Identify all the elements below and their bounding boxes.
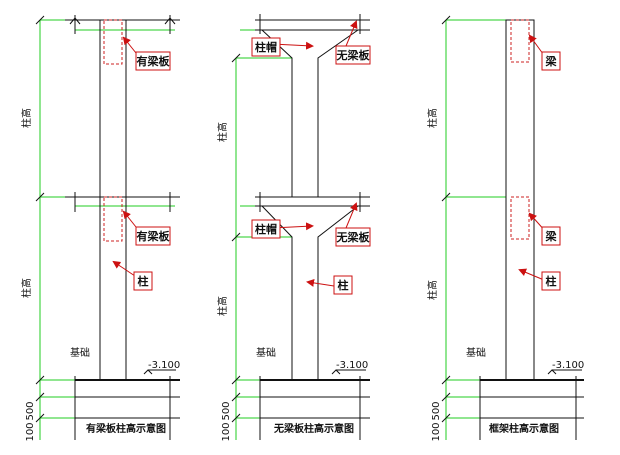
column-outline [505, 19, 535, 381]
foundation-label: 基础 [70, 346, 90, 359]
elevation-label: -3.100 [552, 360, 584, 371]
slab-label-upper: 无梁板 [336, 48, 371, 62]
dimension-500: 500 [221, 401, 232, 420]
column-label: 柱 [546, 274, 557, 288]
panel-title: 无梁板柱高示意图 [273, 422, 354, 435]
height-label-lower: 柱高 [426, 280, 439, 300]
slab-label-lower: 无梁板 [336, 230, 371, 244]
dimension-100: 100 [431, 422, 442, 441]
slab-label-upper: 有梁板 [137, 54, 171, 68]
dimension-100: 100 [25, 422, 36, 441]
beam-label-upper: 梁 [545, 54, 558, 68]
height-label-upper: 柱高 [426, 108, 439, 128]
panel-title: 有梁板柱高示意图 [86, 422, 166, 435]
beam-section-upper [510, 19, 530, 63]
dimension-500: 500 [431, 401, 442, 420]
height-label-lower: 柱高 [20, 278, 33, 298]
beam-section-lower [103, 196, 123, 242]
beam-section-lower [510, 196, 530, 240]
panel-beam-slab: 有梁板 有梁板 柱 柱高 柱高 500 100 基础 -3.100 有梁板柱高示… [20, 15, 180, 442]
panel-flat-slab: 柱帽 无梁板 柱帽 无梁板 柱 柱高 柱高 500 100 基础 -3.100 … [216, 14, 371, 442]
column-cap-lower [261, 205, 293, 380]
cap-label-upper: 柱帽 [255, 40, 277, 54]
cap-label-lower: 柱帽 [255, 222, 277, 236]
beam-section-upper [103, 19, 123, 65]
dimension-100: 100 [221, 422, 232, 441]
height-label-upper: 柱高 [20, 108, 33, 128]
dimension-lines [441, 15, 582, 440]
dimension-500: 500 [25, 401, 36, 420]
slab-label-lower: 有梁板 [137, 229, 171, 243]
height-label-upper: 柱高 [216, 122, 229, 142]
beam-label-lower: 梁 [545, 229, 558, 243]
elevation-label: -3.100 [148, 360, 180, 371]
elevation-label: -3.100 [336, 360, 368, 371]
foundation-label: 基础 [256, 346, 276, 359]
column-label: 柱 [338, 278, 349, 292]
foundation-label: 基础 [466, 346, 486, 359]
panel-title: 框架柱高示意图 [489, 422, 559, 435]
panel-frame-column: 梁 梁 柱 柱高 柱高 500 100 基础 -3.100 框架柱高示意图 [426, 15, 584, 442]
height-label-lower: 柱高 [216, 296, 229, 316]
column-label: 柱 [138, 274, 149, 288]
